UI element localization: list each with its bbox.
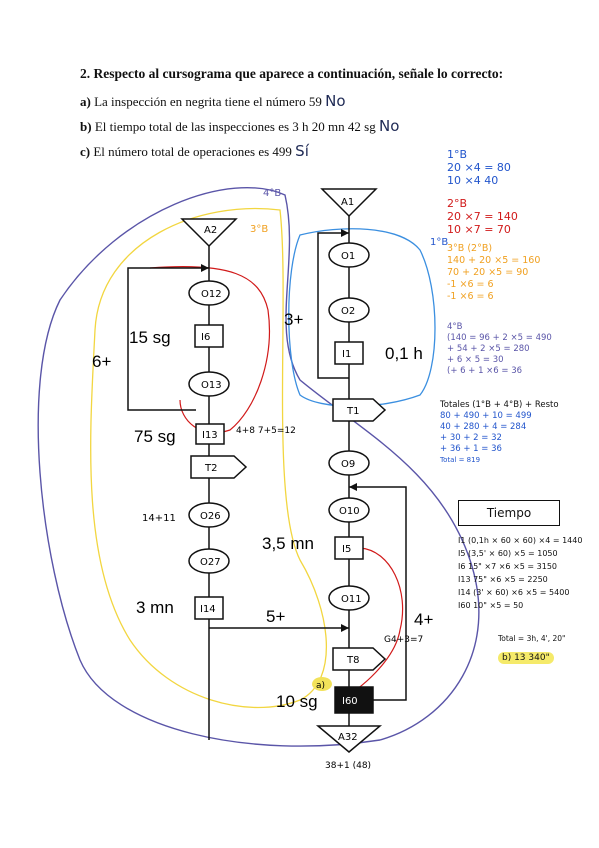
merge-label: 5+: [266, 607, 285, 626]
option-a-mark: No: [325, 92, 346, 110]
time-i13: 75 sg: [134, 427, 176, 446]
option-c-mark: Sí: [295, 142, 309, 160]
i13-note: 4+8 7+5=12: [236, 426, 296, 436]
transport-t1-label: T1: [346, 406, 359, 417]
label-1b: 1°B: [430, 237, 448, 248]
operation-o1: [328, 242, 370, 268]
note-1b: 1°B 20 ×4 = 80 10 ×4 40: [447, 148, 511, 187]
inspection-i1: [334, 341, 364, 365]
loop-4-line: [349, 486, 407, 701]
option-a: a) La inspección en negrita tiene el núm…: [80, 92, 346, 110]
label-3b: 3°B: [250, 224, 268, 235]
storage-a2-label: A2: [204, 225, 217, 236]
loop-4-arrow-icon: [349, 483, 357, 491]
transport-t2-label: T2: [204, 463, 217, 474]
operation-o26-label: O26: [200, 511, 221, 522]
transport-t1: [332, 398, 387, 422]
operation-o26: [188, 502, 230, 528]
operation-o1-label: O1: [341, 251, 355, 262]
note-time-total: Total = 3h, 4', 20": [498, 634, 566, 643]
time-i60: 10 sg: [276, 692, 318, 711]
operation-o13: [188, 371, 230, 397]
note-3b: 3°B (2°B) 140 + 20 ×5 = 160 70 + 20 ×5 =…: [447, 243, 541, 302]
operation-o9: [328, 450, 370, 476]
inspection-i14-label: I14: [200, 604, 216, 615]
storage-a2-symbol: [180, 218, 238, 248]
operation-o9-label: O9: [341, 459, 355, 470]
transport-t2: [190, 455, 248, 479]
t8-note: G4+3=7: [384, 635, 423, 645]
inspection-i6-label: I6: [201, 332, 210, 343]
inspection-i5-label: I5: [342, 544, 351, 555]
loop-outline-red-right: [339, 547, 404, 701]
operation-o12-label: O12: [201, 289, 222, 300]
note-2b: 2°B 20 ×7 = 140 10 ×7 = 70: [447, 197, 518, 236]
group-outline-purple: [37, 187, 480, 747]
side-note: 14+11: [142, 513, 176, 524]
note-totals: Totales (1°B + 4°B) + Resto 80 + 490 + 1…: [440, 400, 559, 464]
loop-3-arrow-icon: [341, 229, 349, 237]
label-4b: 4°B: [263, 188, 281, 199]
inspection-i13: [195, 423, 225, 445]
operation-o10-label: O10: [339, 506, 360, 517]
storage-a32-symbol: [315, 725, 383, 753]
time-i5: 3,5 mn: [262, 534, 314, 553]
operation-o12: [188, 280, 230, 306]
loop-6-line: [127, 267, 209, 411]
inspection-i1-label: I1: [342, 349, 351, 360]
loop-3-line: [317, 232, 349, 379]
option-b: b) El tiempo total de las inspecciones e…: [80, 117, 400, 135]
loop-6-arrow-icon: [201, 264, 209, 272]
group-outline-blue: [288, 228, 436, 407]
storage-a1-symbol: [320, 188, 378, 218]
loop-6-label: 6+: [92, 352, 111, 371]
loop-3-label: 3+: [284, 310, 303, 329]
storage-a1-label: A1: [341, 197, 354, 208]
inspection-i60-label: I60: [342, 696, 358, 707]
operation-o10: [328, 497, 370, 523]
highlight-a-mark: [312, 677, 332, 691]
operation-o13-label: O13: [201, 380, 222, 391]
note-time-calc: I1 (0,1h × 60 × 60) ×4 = 1440 I5 (3,5' ×…: [458, 536, 583, 610]
option-b-mark: No: [378, 117, 400, 135]
note-4b: 4°B (140 = 96 + 2 ×5 = 490 + 54 + 2 ×5 =…: [447, 322, 552, 376]
merge-arrow-icon: [341, 624, 349, 632]
operation-o11-label: O11: [341, 594, 362, 605]
operation-o27: [188, 548, 230, 574]
time-box: Tiempo: [458, 500, 560, 526]
time-i6: 15 sg: [129, 328, 171, 347]
inspection-i6: [194, 324, 224, 348]
operation-o11: [328, 585, 370, 611]
group-outline-yellow: [90, 207, 327, 709]
transport-t8-label: T8: [346, 655, 359, 666]
operation-o2: [328, 297, 370, 323]
question-title: 2. Respecto al cursograma que aparece a …: [80, 66, 504, 81]
inspection-i5: [334, 536, 364, 560]
transport-t8: [332, 647, 387, 671]
time-i1: 0,1 h: [385, 344, 423, 363]
option-c: c) El número total de operaciones es 499…: [80, 142, 309, 160]
loop-4-label: 4+: [414, 610, 433, 629]
operation-o2-label: O2: [341, 306, 355, 317]
end-note: 38+1 (48): [325, 761, 371, 771]
inspection-i13-label: I13: [202, 430, 218, 441]
storage-a32-label: A32: [338, 732, 358, 743]
inspection-i14: [194, 596, 224, 620]
operation-o27-label: O27: [200, 557, 221, 568]
label-a: a): [316, 681, 325, 691]
note-time-b: b) 13 340": [498, 652, 554, 664]
time-i14: 3 mn: [136, 598, 174, 617]
